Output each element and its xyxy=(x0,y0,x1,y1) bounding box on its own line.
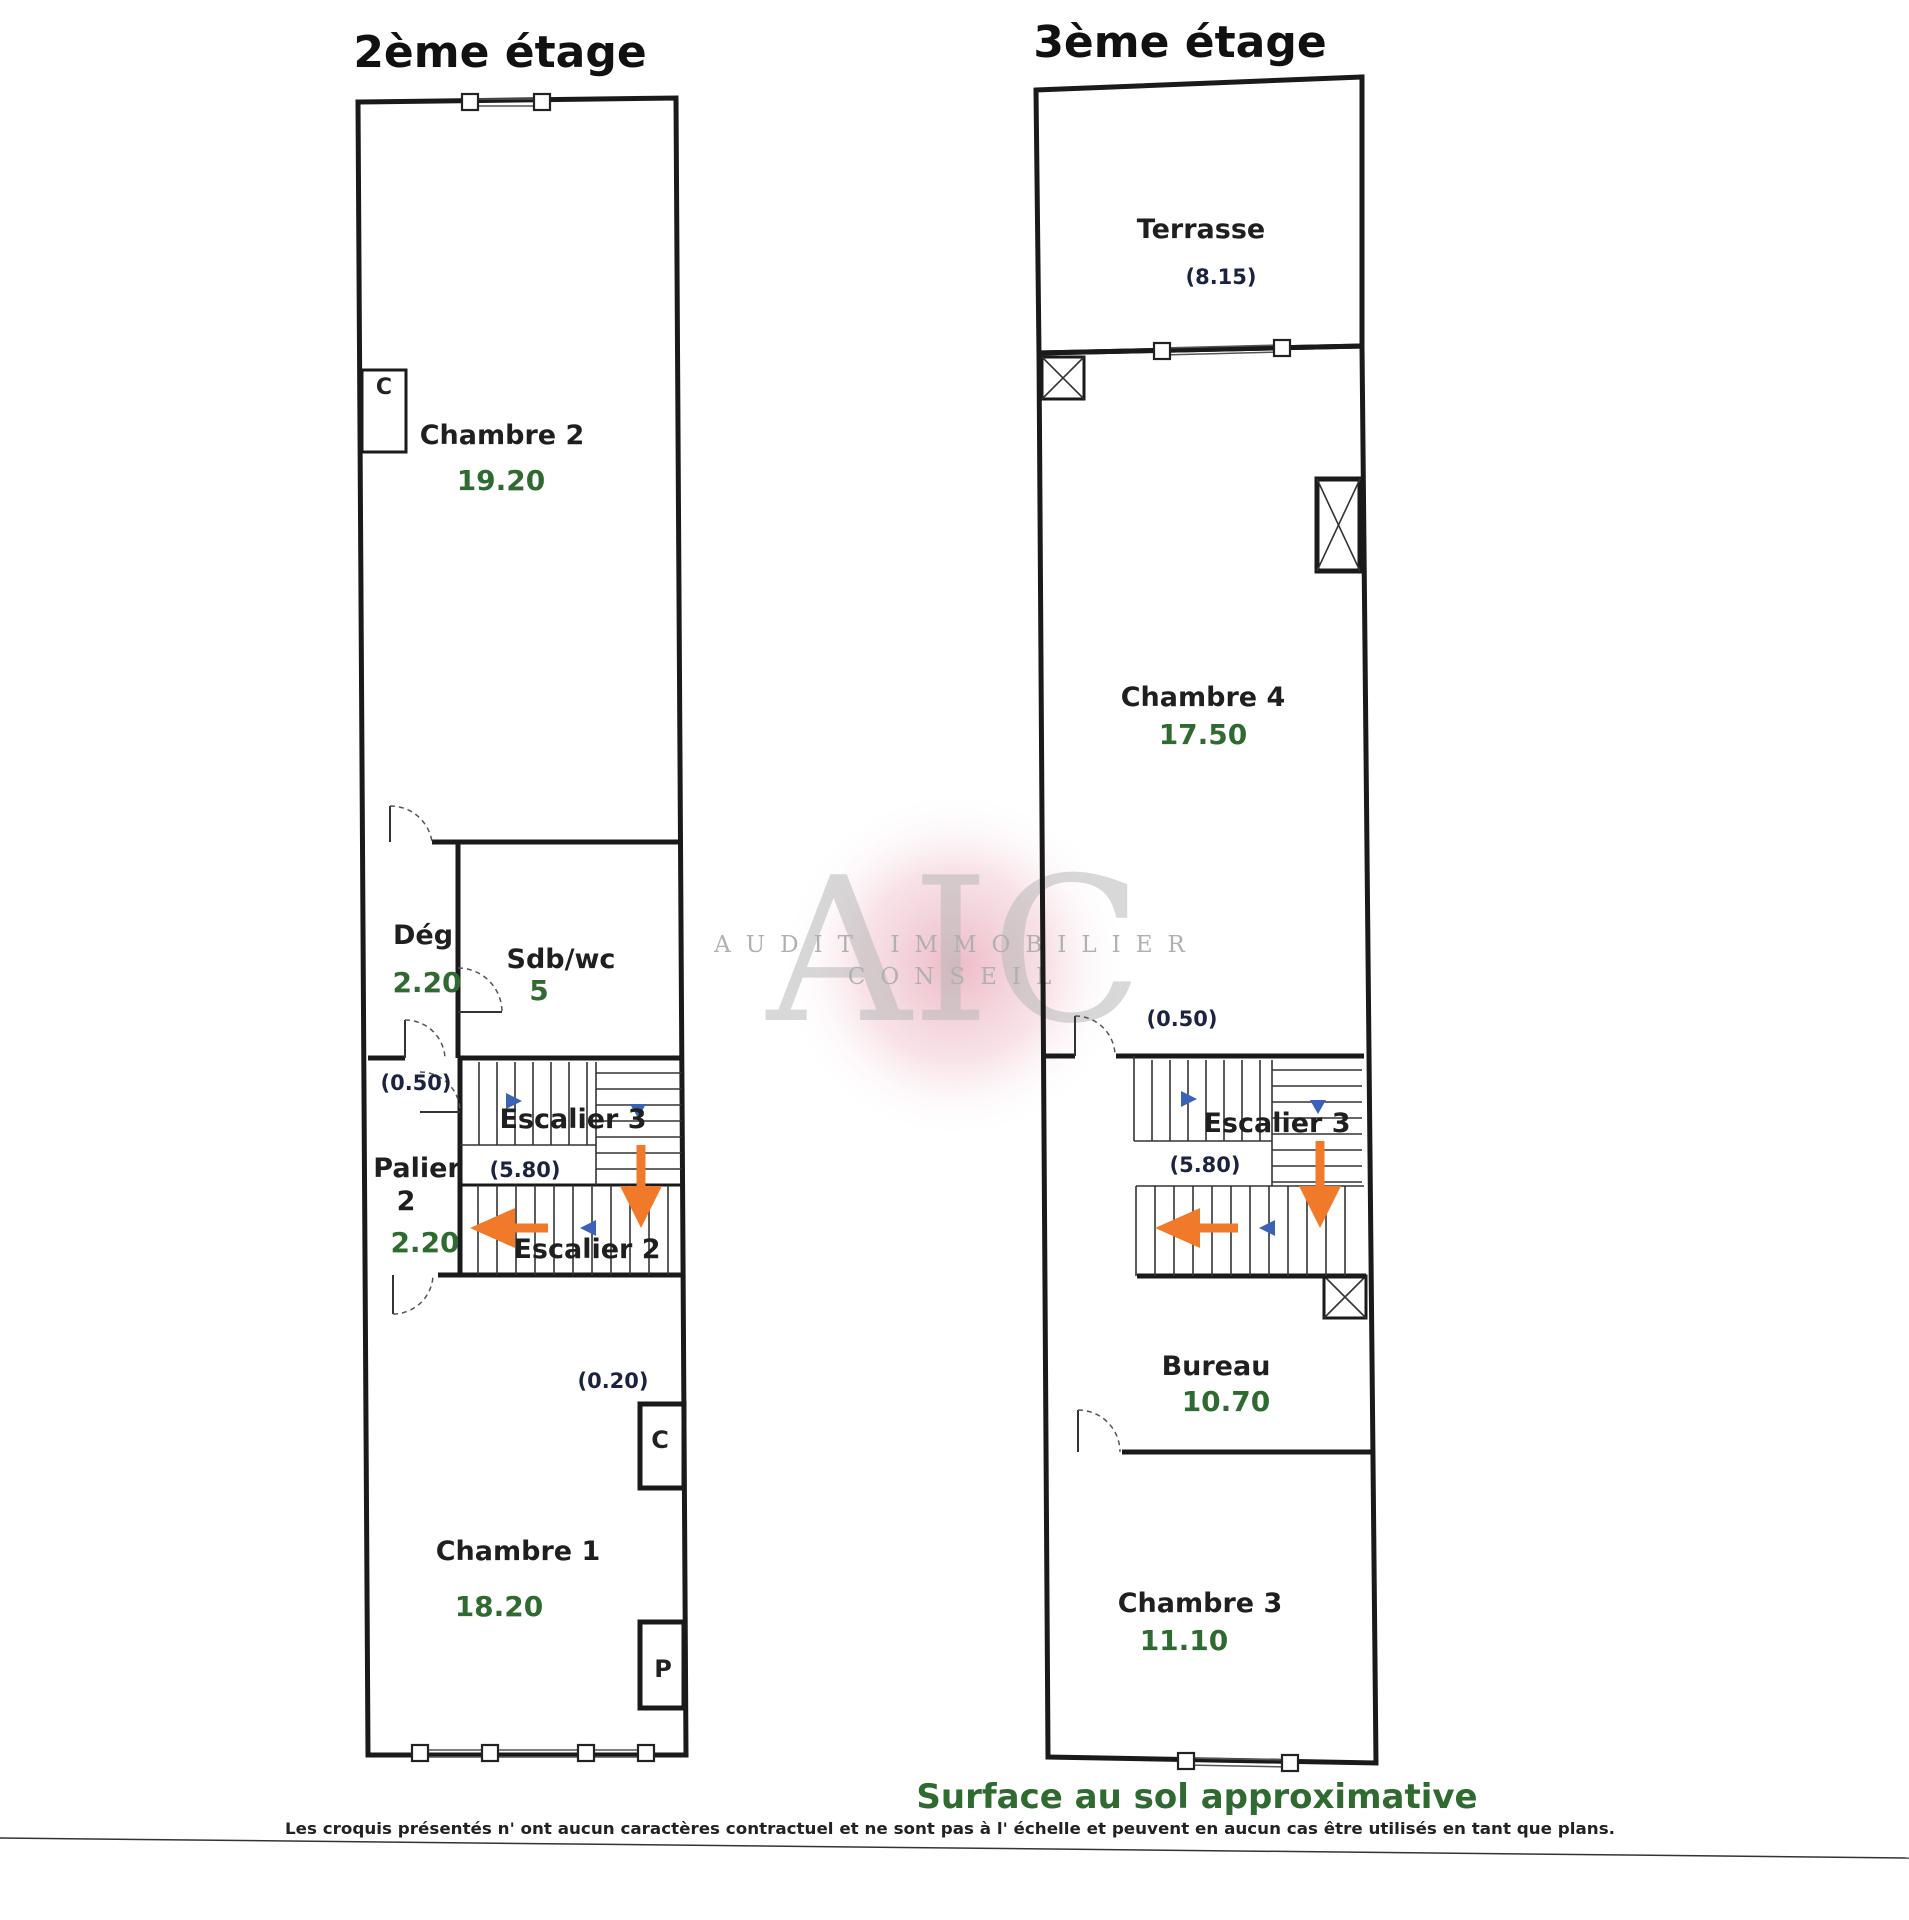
room-name-terrasse: Terrasse xyxy=(1137,214,1265,245)
room-area-deg: 2.20 xyxy=(392,966,461,999)
closet-chambre2 xyxy=(360,368,408,454)
door-palier-side xyxy=(419,1071,461,1113)
note-0-50-3rd: (0.50) xyxy=(1146,1007,1217,1031)
room-name-chambre2: Chambre 2 xyxy=(420,420,585,451)
direction-marker-icon xyxy=(630,1104,646,1118)
note-0-50-2nd: (0.50) xyxy=(380,1071,451,1095)
room-name-chambre1: Chambre 1 xyxy=(436,1536,601,1567)
room-area-chambre1: 18.20 xyxy=(455,1590,544,1623)
closet-label-c1: C xyxy=(376,375,392,400)
door-palier-top xyxy=(404,1019,446,1059)
stair-arrow-left-icon xyxy=(1155,1208,1238,1248)
floor-title-3rd: 3ème étage xyxy=(1033,17,1326,68)
door-chambre1 xyxy=(392,1274,434,1315)
room-name-bureau: Bureau xyxy=(1162,1351,1271,1382)
watermark: AIC AUDIT IMMOBILIER CONSEIL xyxy=(713,790,1200,1140)
door-chambre4 xyxy=(1074,1015,1116,1057)
window-chambre2 xyxy=(460,92,552,112)
footer: Surface au sol approximative Les croquis… xyxy=(0,1777,1909,1859)
direction-marker-icon xyxy=(1181,1091,1197,1107)
note-5-80-2nd: (5.80) xyxy=(489,1158,560,1182)
room-name-sdb: Sdb/wc xyxy=(507,944,616,975)
closet-label-c2: C xyxy=(651,1426,669,1454)
room-name-deg: Dég xyxy=(393,920,453,951)
stair-label-escalier3-3rd: Escalier 3 xyxy=(1203,1108,1350,1139)
stair-arrow-down-icon xyxy=(1299,1141,1341,1228)
outer-wall-3rd xyxy=(1036,343,1379,1766)
room-area-terrasse: (8.15) xyxy=(1185,265,1256,289)
door-chambre2 xyxy=(389,805,433,843)
direction-marker-icon xyxy=(506,1093,522,1109)
watermark-line1: AUDIT IMMOBILIER xyxy=(713,932,1200,958)
floor-3rd: 3ème étage xyxy=(1033,17,1379,1773)
watermark-line2: CONSEIL xyxy=(848,964,1066,990)
direction-marker-icon xyxy=(1310,1100,1326,1114)
room-name-palier-line1: Palier xyxy=(373,1153,461,1184)
duct-topleft xyxy=(1040,355,1086,401)
footer-disclaimer: Les croquis présentés n' ont aucun carac… xyxy=(285,1819,1615,1838)
stair-label-escalier3-2nd: Escalier 3 xyxy=(499,1104,646,1135)
note-0-20-2nd: (0.20) xyxy=(577,1369,648,1393)
direction-marker-icon xyxy=(580,1220,596,1236)
room-area-bureau: 10.70 xyxy=(1182,1385,1271,1418)
footer-caption: Surface au sol approximative xyxy=(916,1777,1477,1817)
door-chambre3 xyxy=(1077,1409,1121,1453)
room-area-chambre2: 19.20 xyxy=(457,464,546,497)
door-sdb xyxy=(457,967,503,1013)
room-name-chambre3: Chambre 3 xyxy=(1118,1588,1283,1619)
stair-label-escalier2-2nd: Escalier 2 xyxy=(513,1234,660,1265)
window-chambre1 xyxy=(410,1743,656,1763)
room-area-sdb: 5 xyxy=(529,974,548,1007)
duct-right xyxy=(1314,476,1363,574)
note-5-80-3rd: (5.80) xyxy=(1169,1153,1240,1177)
floor-title-2nd: 2ème étage xyxy=(353,27,646,78)
closet-label-p: P xyxy=(654,1655,672,1683)
floor-2nd: 2ème étage C C P xyxy=(353,27,689,1763)
duct-bureau xyxy=(1322,1274,1368,1320)
direction-marker-icon xyxy=(1259,1220,1275,1236)
watermark-letters: AIC xyxy=(765,835,1143,1068)
room-name-palier-line2: 2 xyxy=(397,1186,416,1217)
room-area-chambre3: 11.10 xyxy=(1140,1624,1229,1657)
room-name-chambre4: Chambre 4 xyxy=(1121,682,1286,713)
closet-chambre1-c xyxy=(637,1401,687,1491)
stair-arrow-left-icon xyxy=(470,1208,548,1248)
outer-wall-2nd xyxy=(355,95,689,1758)
footer-rule xyxy=(0,1837,1909,1859)
closet-chambre1-p xyxy=(637,1619,687,1711)
window-terrasse xyxy=(1152,338,1292,361)
room-area-palier: 2.20 xyxy=(390,1226,459,1259)
window-chambre3 xyxy=(1176,1751,1300,1773)
stair-arrow-down-icon xyxy=(620,1145,662,1228)
room-area-chambre4: 17.50 xyxy=(1159,718,1248,751)
